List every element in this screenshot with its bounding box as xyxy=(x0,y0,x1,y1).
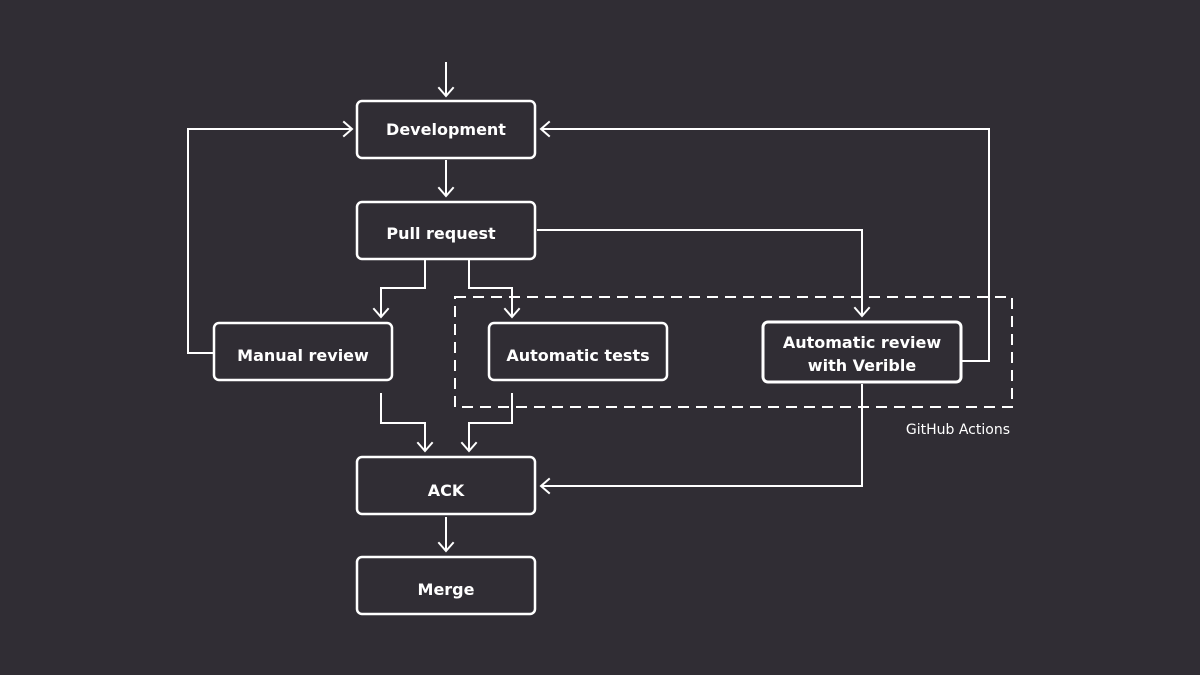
node-automatic-review-label-line1: Automatic review xyxy=(783,333,942,352)
node-automatic-tests-label: Automatic tests xyxy=(506,346,649,365)
arrowhead-ack-from-tests xyxy=(460,441,478,453)
node-manual-review-label: Manual review xyxy=(237,346,369,365)
node-automatic-review: Automatic review with Verible xyxy=(761,320,963,384)
edge-automatic-review-to-development xyxy=(541,128,990,362)
github-actions-label: GitHub Actions xyxy=(906,422,1010,438)
arrowhead-ack-from-automatic-review xyxy=(539,477,551,495)
edge-manual-review-to-development xyxy=(187,128,352,354)
arrowhead-development-left xyxy=(342,120,354,138)
arrowhead-automatic-tests xyxy=(503,307,521,319)
edge-pull-request-to-automatic-tests xyxy=(468,260,513,317)
arrowhead-ack-from-manual xyxy=(416,441,434,453)
edge-manual-review-to-ack xyxy=(380,393,426,451)
edge-automatic-tests-to-ack xyxy=(468,393,513,451)
arrowhead-pull-request xyxy=(437,186,455,198)
node-development: Development xyxy=(355,99,537,160)
node-development-label: Development xyxy=(386,120,506,139)
arrowhead-manual-review xyxy=(372,307,390,319)
github-actions-group xyxy=(454,296,1013,408)
arrowhead-automatic-review xyxy=(853,306,871,318)
edge-pull-request-to-manual-review xyxy=(380,260,426,317)
node-pull-request: Pull request xyxy=(355,200,537,261)
node-automatic-tests: Automatic tests xyxy=(487,321,669,382)
node-manual-review: Manual review xyxy=(212,321,394,382)
edges xyxy=(187,62,990,553)
node-automatic-review-label-line2: with Verible xyxy=(808,356,917,375)
node-ack: ACK xyxy=(355,455,537,516)
arrowhead-merge xyxy=(437,541,455,553)
node-merge: Merge xyxy=(355,555,537,616)
arrowhead-entry xyxy=(437,86,455,98)
edge-pull-request-to-automatic-review xyxy=(537,229,863,316)
edge-automatic-review-to-ack xyxy=(541,384,863,487)
node-ack-label: ACK xyxy=(428,481,465,500)
arrowhead-development-right xyxy=(539,120,551,138)
node-merge-label: Merge xyxy=(418,580,475,599)
node-pull-request-label: Pull request xyxy=(386,224,496,243)
